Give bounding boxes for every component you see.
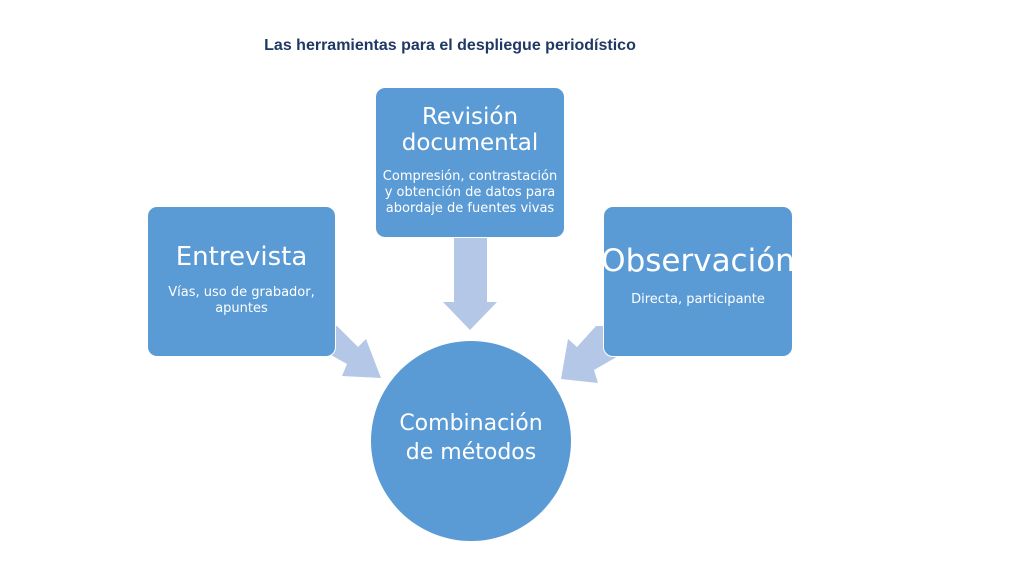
node-entrevista-heading: Entrevista: [175, 242, 308, 272]
node-revision-documental: Revisión documental Compresión, contrast…: [375, 87, 565, 238]
arrow-down-icon: [443, 238, 497, 330]
node-entrevista-detail: Vías, uso de grabador, apuntes: [168, 284, 315, 316]
node-entrevista: Entrevista Vías, uso de grabador, apunte…: [147, 206, 336, 357]
page-title: Las herramientas para el despliegue peri…: [264, 37, 636, 54]
arrow-right-down-icon: [322, 326, 381, 378]
node-combinacion-de-metodos: Combinación de métodos: [371, 341, 571, 541]
node-observacion-heading: Observación: [601, 243, 795, 279]
node-revision-heading: Revisión documental: [401, 104, 539, 157]
node-observacion: Observación Directa, participante: [601, 206, 795, 357]
node-combinacion-heading: Combinación de métodos: [399, 410, 543, 465]
node-observacion-detail: Directa, participante: [631, 291, 765, 307]
node-revision-detail: Compresión, contrastación y obtención de…: [382, 168, 558, 216]
